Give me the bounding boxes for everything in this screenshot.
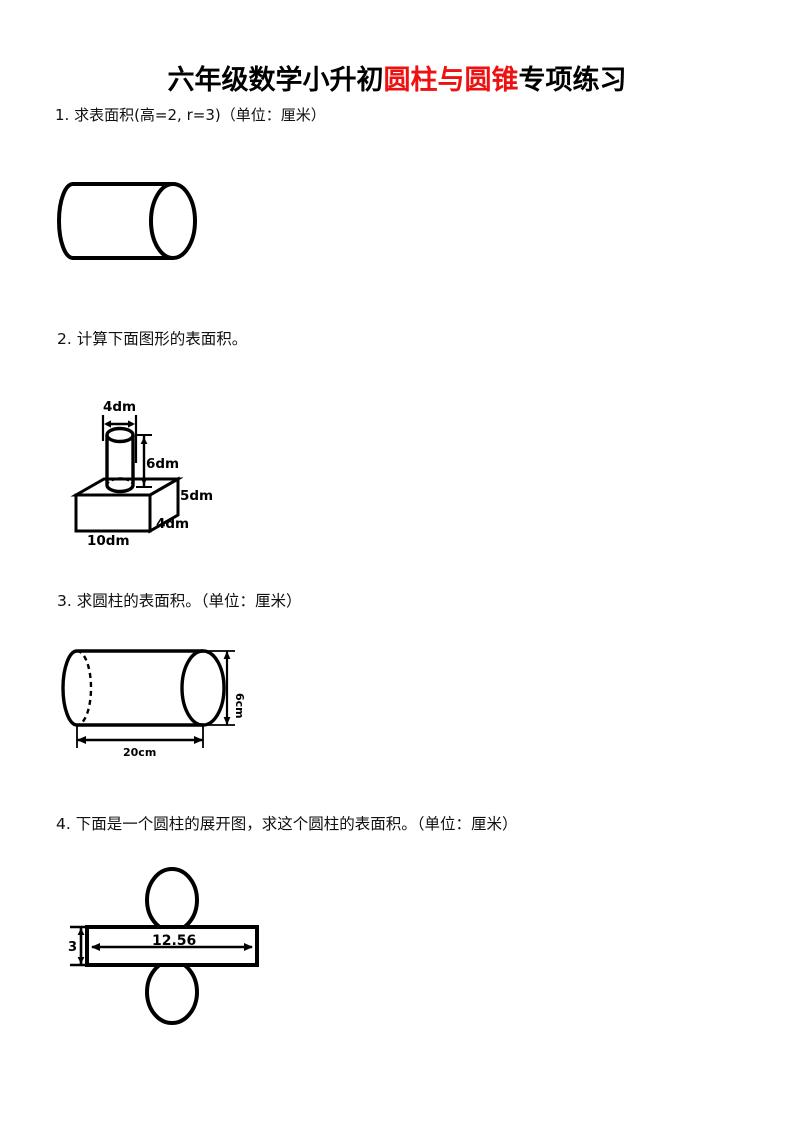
label-rectangle-width: 12.56 [152,933,196,949]
question-1-text: 1. 求表面积(高=2, r=3)（单位：厘米） [55,106,326,124]
title-prefix: 六年级数学小升初 [167,65,384,96]
title-highlight: 圆柱与圆锥 [383,65,519,96]
label-cylinder-height: 6dm [146,456,179,472]
label-diameter: 6cm [233,693,246,719]
label-box-height: 5dm [180,488,213,504]
question-4-text: 4. 下面是一个圆柱的展开图，求这个圆柱的表面积。（单位：厘米） [56,815,518,833]
question-4-figure: 3 12.56 [60,862,290,1027]
label-length: 20cm [123,746,156,759]
question-1-figure [55,170,215,280]
title-suffix: 专项练习 [518,65,627,96]
question-2-figure: 4dm 6dm 5dm [60,388,240,549]
question-2-text: 2. 计算下面图形的表面积。 [57,330,248,348]
page-title: 六年级数学小升初圆柱与圆锥专项练习 [0,58,794,97]
label-box-depth: 4dm [156,516,189,532]
label-cylinder-diameter: 4dm [103,399,136,415]
question-3-text: 3. 求圆柱的表面积。（单位：厘米） [57,592,302,610]
label-rectangle-height: 3 [68,940,77,955]
question-3-figure: 6cm 20cm [55,638,265,763]
label-box-width: 10dm [87,533,130,549]
